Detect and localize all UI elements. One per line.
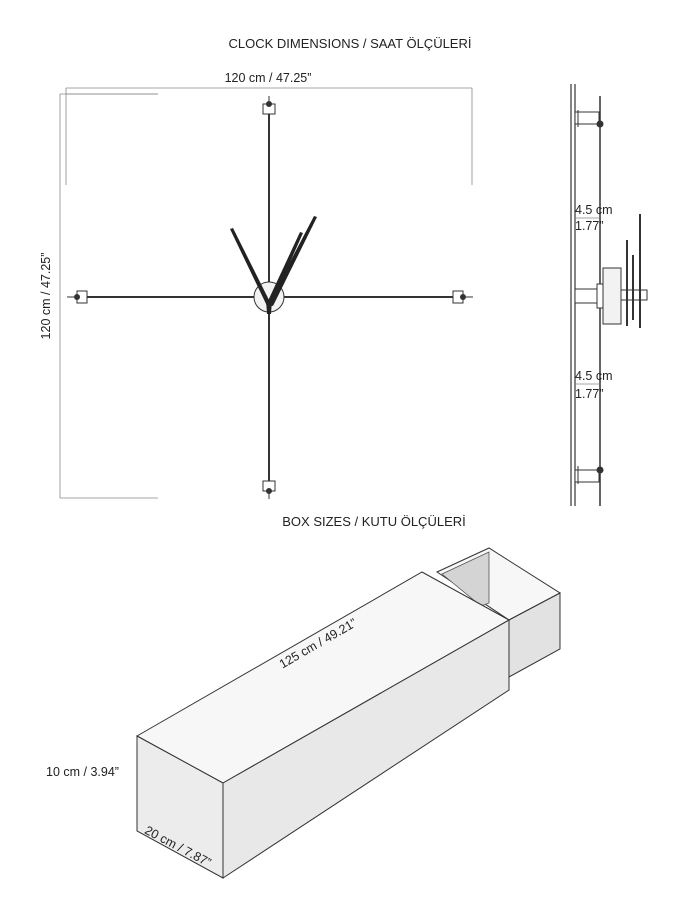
side-bottom-depth-cm: 4.5 cm xyxy=(575,369,613,383)
sleeve-interior xyxy=(441,551,490,607)
clock-height-label: 120 cm / 47.25” xyxy=(39,253,53,340)
arm-end-right xyxy=(452,290,473,304)
clock-front-view xyxy=(67,96,473,499)
clock-width-label: 120 cm / 47.25” xyxy=(225,71,312,85)
box-height-label: 10 cm / 3.94” xyxy=(46,765,119,779)
arm-end-top xyxy=(262,96,276,115)
side-bottom-depth-in: 1.77” xyxy=(575,387,604,401)
clock-width-dimension: 120 cm / 47.25” xyxy=(65,71,473,185)
side-top-depth-cm: 4.5 cm xyxy=(575,203,613,217)
box-sizes-title: BOX SIZES / KUTU ÖLÇÜLERİ xyxy=(282,514,466,529)
box-side xyxy=(222,619,510,879)
shipping-box xyxy=(135,547,561,879)
clock-height-dimension: 120 cm / 47.25” xyxy=(39,93,158,499)
clock-hands xyxy=(230,216,317,314)
arm-end-bottom xyxy=(262,480,276,499)
side-top-depth-in: 1.77” xyxy=(575,219,604,233)
clock-dimensions-title: CLOCK DIMENSIONS / SAAT ÖLÇÜLERİ xyxy=(229,36,472,51)
arm-end-left xyxy=(67,290,88,304)
clock-side-view: 4.5 cm 1.77” 4.5 cm 1.77” xyxy=(570,84,648,506)
